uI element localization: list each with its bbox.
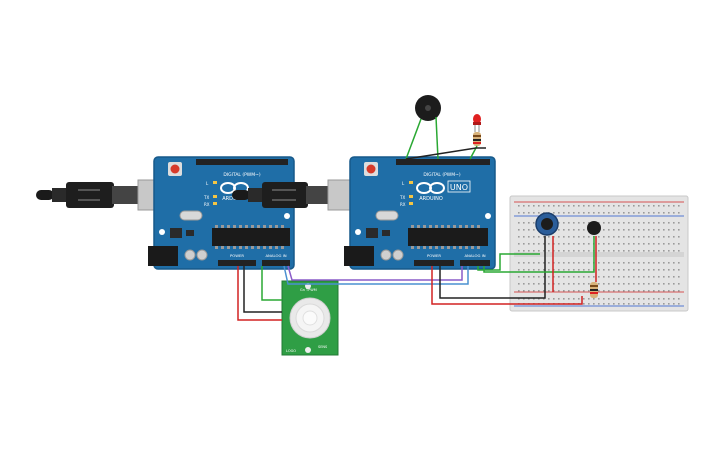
wire-buzzer-2 [435,116,439,160]
tx-label: TX [203,195,209,200]
analog-header[interactable] [262,260,290,266]
wire-serial-2 [283,265,469,285]
digital-header-label: DIGITAL (PWM~) [223,172,261,178]
wire-pir-out [261,266,282,301]
breadboard-holes [518,205,680,305]
pir-top-label: Gn TPWM [300,288,317,292]
piezo-buzzer[interactable] [415,95,441,121]
pir-bottom-left-label: LOGO [286,349,296,353]
brand-label: ARDUINO [419,196,443,202]
power-header[interactable] [218,260,256,266]
digital-header[interactable] [196,159,288,165]
wire-pir-gnd [243,266,282,313]
digital-header[interactable] [396,159,490,165]
resistor-breadboard[interactable] [590,282,598,298]
wire-pot [477,253,540,271]
wires [237,116,597,321]
rx-label: RX [204,202,210,207]
wire-led-gnd [405,147,486,160]
arduino-uno-left[interactable]: DIGITAL (PWM~) ARDUINO L TX RX P [148,156,295,270]
arduino-uno-right[interactable]: DIGITAL (PWM~) ARDUINO UNO L TX RX POWER… [344,156,496,270]
model-label: UNO [450,183,468,192]
analog-label: ANALOG IN [464,253,485,258]
pir-bottom-right-label: SENS [318,345,328,349]
pir-sensor[interactable]: Gn TPWM LOGO SENS [281,280,339,356]
power-header[interactable] [414,260,454,266]
arduino-logo-icon [416,182,445,194]
power-label: POWER [427,253,441,258]
wire-pir-vcc [237,266,282,321]
tx-label: TX [399,195,405,200]
power-jack[interactable] [344,246,374,266]
led-red[interactable] [473,114,481,132]
l-label: L [402,181,405,186]
resistor-led[interactable] [473,132,481,146]
atmega-chip [212,228,290,246]
analog-label: ANALOG IN [265,253,286,258]
wire-bb-vcc [431,266,583,305]
rx-label: RX [400,202,406,207]
power-jack[interactable] [148,246,178,266]
l-label: L [206,181,209,186]
wire-buzzer-bb [483,236,595,273]
potentiometer[interactable] [535,212,559,236]
analog-header[interactable] [460,260,490,266]
digital-header-label: DIGITAL (PWM~) [423,172,461,178]
wire-serial-1 [287,265,463,281]
atmega-chip [408,228,488,246]
wire-buzzer-1 [405,118,422,160]
buzzer-small[interactable] [587,221,601,235]
power-label: POWER [230,253,244,258]
wire-bb-gnd [439,236,546,299]
